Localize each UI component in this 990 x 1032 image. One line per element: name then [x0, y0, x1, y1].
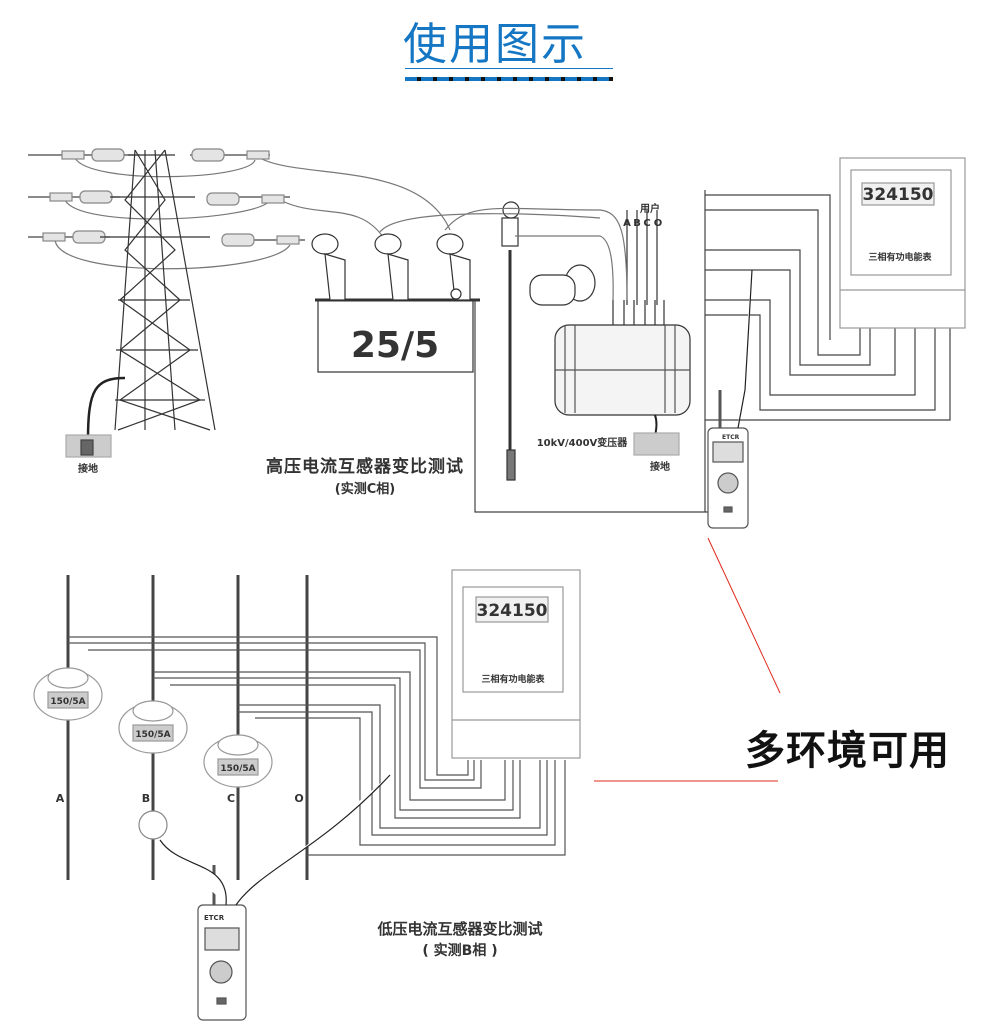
- page-title: 使用图示: [403, 19, 587, 70]
- lv-phase-label-c: C: [227, 792, 235, 805]
- ground-label-transformer: 接地: [650, 460, 670, 473]
- lv-ct-label-a: 150/5A: [50, 697, 85, 707]
- lv-ct-label-c: 150/5A: [220, 764, 255, 774]
- feature-heading: 多环境可用: [745, 728, 950, 774]
- user-phase-a: A: [623, 218, 631, 229]
- lv-phase-label-b: B: [142, 792, 150, 805]
- hv-caption: 高压电流互感器变比测试: [266, 457, 464, 477]
- user-phase-b: B: [633, 218, 641, 229]
- insulators: [42, 148, 300, 247]
- hv-meter-wiring: [704, 190, 951, 512]
- user-phase-c: C: [643, 218, 650, 229]
- clamp-sensor: [501, 201, 520, 481]
- hv-meter-label: 三相有功电能表: [868, 251, 932, 263]
- user-label: 用户: [639, 202, 660, 215]
- lv-phase-label-a: A: [56, 792, 65, 805]
- hv-meter-reading: 324150: [863, 185, 934, 205]
- title-underline: [405, 68, 613, 69]
- hv-device-brand: ETCR: [722, 434, 740, 441]
- lv-meter-label: 三相有功电能表: [481, 673, 545, 685]
- accent-line-diagonal: [707, 537, 781, 694]
- distribution-transformer: [529, 210, 691, 456]
- hv-tester-device: [707, 269, 753, 529]
- lv-sub-caption: ( 实测B相 ): [422, 943, 498, 959]
- lv-caption: 低压电流互感器变比测试: [377, 920, 543, 938]
- ground-label-left: 接地: [78, 462, 98, 475]
- lv-current-transformers: [33, 667, 273, 788]
- title-dashed-underline: [405, 77, 613, 81]
- hv-ct-ratio-label: 25/5: [351, 325, 439, 366]
- lv-phase-label-o: O: [294, 792, 303, 805]
- lv-meter-wiring: [68, 636, 566, 856]
- transmission-tower: [100, 149, 216, 431]
- lv-ct-label-b: 150/5A: [135, 730, 170, 740]
- ground-left: [65, 376, 126, 458]
- hv-current-transformer: [311, 233, 480, 373]
- user-phase-o: O: [654, 218, 663, 229]
- lv-tester-device: [138, 774, 391, 1021]
- lv-meter-reading: 324150: [477, 601, 548, 621]
- hv-energy-meter: [839, 157, 966, 329]
- transformer-label: 10kV/400V变压器: [537, 436, 629, 449]
- lv-energy-meter: [451, 569, 581, 759]
- hv-sub-caption: (实测C相): [334, 482, 396, 497]
- lv-device-brand: ETCR: [204, 914, 225, 922]
